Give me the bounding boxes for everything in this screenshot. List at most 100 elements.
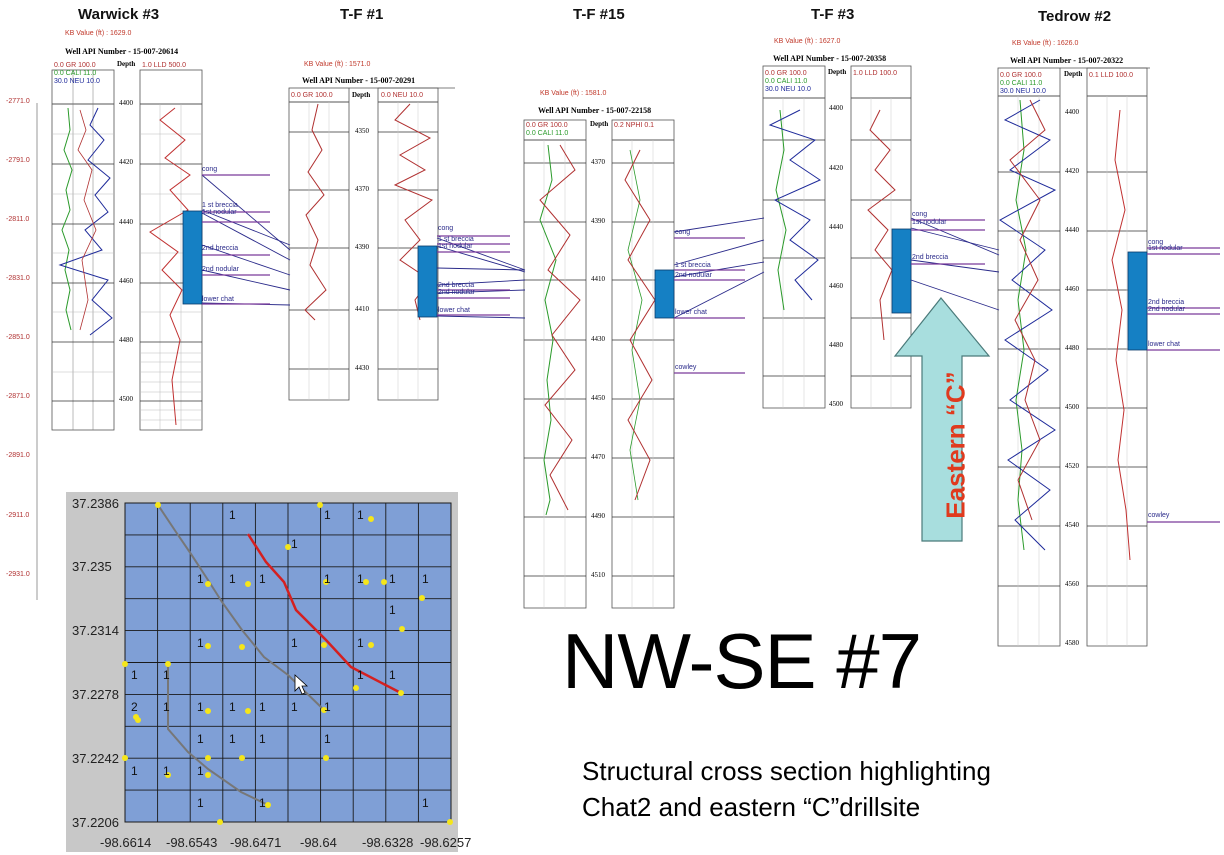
correlation-lines (201, 174, 1000, 319)
formation-box-warwick3 (182, 210, 203, 305)
cell-number: 1 (163, 764, 170, 778)
elevation-label: -2851.0 (6, 334, 30, 341)
well-tf1-logs (288, 87, 455, 401)
formation-label: 2nd nodular (438, 289, 475, 296)
cell-number: 1 (357, 572, 364, 586)
api-number-tedrow2: Well API Number - 15-007-20322 (1010, 56, 1124, 65)
formation-label: 2nd breccia (912, 254, 949, 261)
page-title: NW-SE #7 (562, 617, 922, 705)
cell-number: 1 (197, 796, 204, 810)
formation-label: cong (438, 225, 454, 232)
cell-number: 1 (357, 636, 364, 650)
cell-number: 1 (357, 668, 364, 682)
cell-number: 1 (197, 572, 204, 586)
well-title-tf3: T-F #3 (811, 6, 855, 23)
well-tf3-logs (762, 65, 912, 409)
cell-number: 1 (197, 764, 204, 778)
formation-label: cowley (675, 364, 697, 371)
depth-label: 4390 (355, 243, 369, 251)
formation-label: 1st nodular (912, 219, 947, 226)
formation-label: 2nd breccia (202, 245, 239, 252)
depth-label: 4420 (829, 164, 843, 172)
map-y-label: 37.2206 (72, 815, 119, 830)
depth-label: 4460 (829, 282, 843, 290)
cell-number: 1 (131, 668, 138, 682)
map-y-label: 37.2278 (72, 687, 119, 702)
formation-box-tf15 (654, 269, 675, 319)
depth-label: 4500 (119, 395, 133, 403)
depth-label: 4400 (119, 99, 133, 107)
depth-header: Depth (828, 68, 847, 76)
formation-label: cong (675, 229, 691, 236)
track-label: 0.0 CALI 11.0 (54, 70, 97, 77)
depth-label: 4520 (1065, 462, 1079, 470)
map-x-label: -98.6543 (166, 835, 218, 850)
well-title-tf15: T-F #15 (573, 6, 625, 23)
cell-number: 1 (131, 764, 138, 778)
depth-label: 4450 (591, 394, 605, 402)
api-number-tf3: Well API Number - 15-007-20358 (773, 54, 887, 63)
map-x-label: -98.6328 (362, 835, 414, 850)
depth-label: 4440 (829, 223, 843, 231)
formation-label: 2nd nodular (1148, 306, 1185, 313)
api-number-warwick3: Well API Number - 15-007-20614 (65, 47, 179, 56)
well-title-tedrow2: Tedrow #2 (1038, 8, 1112, 25)
well-tedrow2-logs (997, 67, 1150, 647)
cell-number: 1 (229, 732, 236, 746)
map-x-label: -98.6471 (230, 835, 282, 850)
well-title-tf1: T-F #1 (340, 6, 384, 23)
formation-label: lower chat (438, 307, 470, 314)
formation-label: 2nd nodular (202, 266, 239, 273)
formation-label: cowley (1148, 512, 1170, 519)
track-label: 30.0 NEU 10.0 (54, 78, 100, 85)
track-label: 30.0 NEU 10.0 (765, 86, 811, 93)
track-label: 30.0 NEU 10.0 (1000, 88, 1046, 95)
eastern-c-arrow (893, 297, 991, 542)
cell-number: 1 (324, 700, 331, 714)
track2-header-tf3: 1.0 LLD 100.0 (853, 70, 897, 77)
formation-label: 2nd breccia (438, 282, 475, 289)
formation-label: 1st nodular (202, 209, 237, 216)
elevation-label: -2811.0 (6, 216, 30, 223)
track-header-tf1: 0.0 GR 100.0 (291, 92, 333, 99)
kb-value-tedrow2: KB Value (ft) : 1626.0 (1012, 40, 1079, 47)
depth-label: 4350 (355, 127, 369, 135)
elevation-label: -2831.0 (6, 275, 30, 282)
kb-value-warwick3: KB Value (ft) : 1629.0 (65, 30, 132, 37)
formation-label: lower chat (202, 296, 234, 303)
depth-label: 4460 (1065, 285, 1079, 293)
formation-label: lower chat (1148, 341, 1180, 348)
cell-number: 1 (324, 508, 331, 522)
depth-label: 4410 (355, 305, 369, 313)
depth-label: 4430 (591, 335, 605, 343)
depth-label: 4420 (1065, 167, 1079, 175)
elevation-label: -2871.0 (6, 393, 30, 400)
kb-value-tf1: KB Value (ft) : 1571.0 (304, 61, 371, 68)
track2-header-warwick3: 1.0 LLD 500.0 (142, 62, 186, 69)
depth-label: 4560 (1065, 580, 1079, 588)
track2-header-tedrow2: 0.1 LLD 100.0 (1089, 72, 1133, 79)
depth-label: 4540 (1065, 521, 1079, 529)
depth-label: 4440 (1065, 226, 1079, 234)
well-tf15-logs (523, 119, 675, 609)
formation-label: 1st nodular (438, 243, 473, 250)
elevation-label: -2911.0 (6, 512, 30, 519)
formation-box-tf1 (417, 245, 438, 318)
depth-label: 4370 (591, 158, 605, 166)
cursor-icon (294, 674, 309, 695)
cell-number: 1 (291, 700, 298, 714)
elevation-label: -2931.0 (6, 571, 30, 578)
cell-number: 1 (197, 700, 204, 714)
formation-label: 1 st breccia (202, 202, 238, 209)
track-label: 0.0 CALI 11.0 (765, 78, 808, 85)
cell-number: 1 (389, 668, 396, 682)
map-y-label: 37.235 (72, 559, 112, 574)
kb-value-tf15: KB Value (ft) : 1581.0 (540, 90, 607, 97)
eastern-c-label: Eastern “C” (940, 371, 971, 519)
cell-number: 1 (389, 572, 396, 586)
formation-label: lower chat (675, 309, 707, 316)
depth-label: 4580 (1065, 639, 1079, 647)
depth-header: Depth (352, 91, 371, 99)
api-number-tf1: Well API Number - 15-007-20291 (302, 76, 416, 85)
